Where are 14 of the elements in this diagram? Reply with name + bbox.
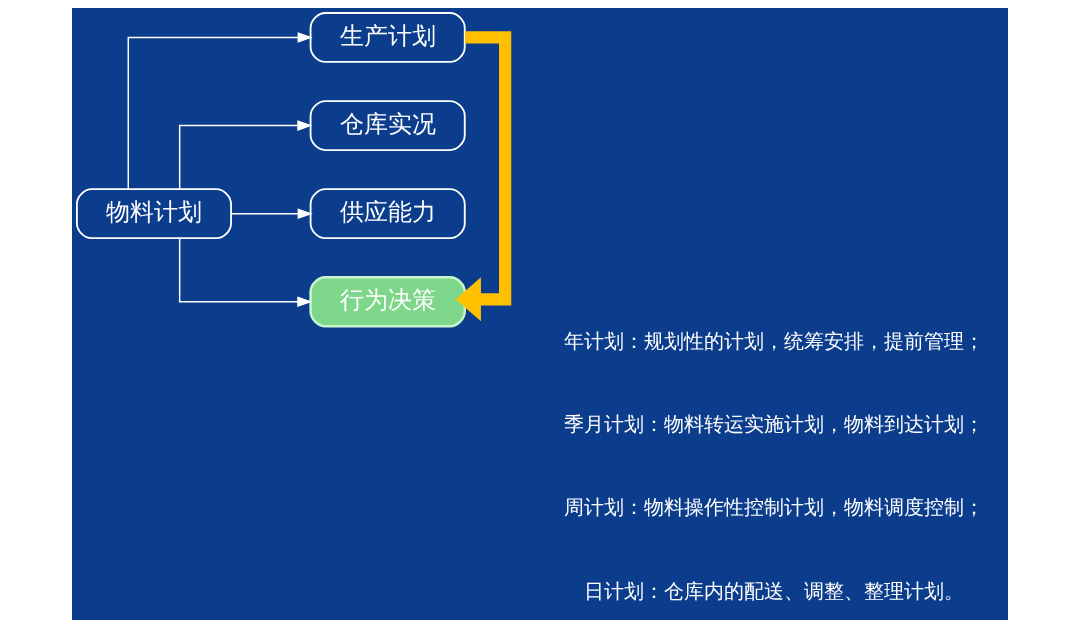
node-box: 仓库实况 — [309, 100, 466, 151]
arrow — [455, 31, 512, 322]
arrow — [230, 208, 313, 219]
arrow — [178, 120, 313, 190]
node-box: 供应能力 — [309, 188, 466, 240]
label: 日计划：仓库内的配送、调整、整理计划。 — [583, 579, 964, 603]
node-box: 生产计划 — [309, 12, 466, 63]
label: 季月计划：物料转运实施计划，物料到达计划； — [563, 413, 984, 437]
arrow — [178, 237, 313, 308]
label: 年计划：规划性的计划，统筹安排，提前管理； — [563, 330, 984, 354]
node-box: 行为决策 — [309, 276, 466, 328]
label: 周计划：物料操作性控制计划，物料调度控制； — [563, 496, 984, 520]
arrow — [127, 32, 313, 190]
node-box: 物料计划 — [75, 188, 232, 240]
